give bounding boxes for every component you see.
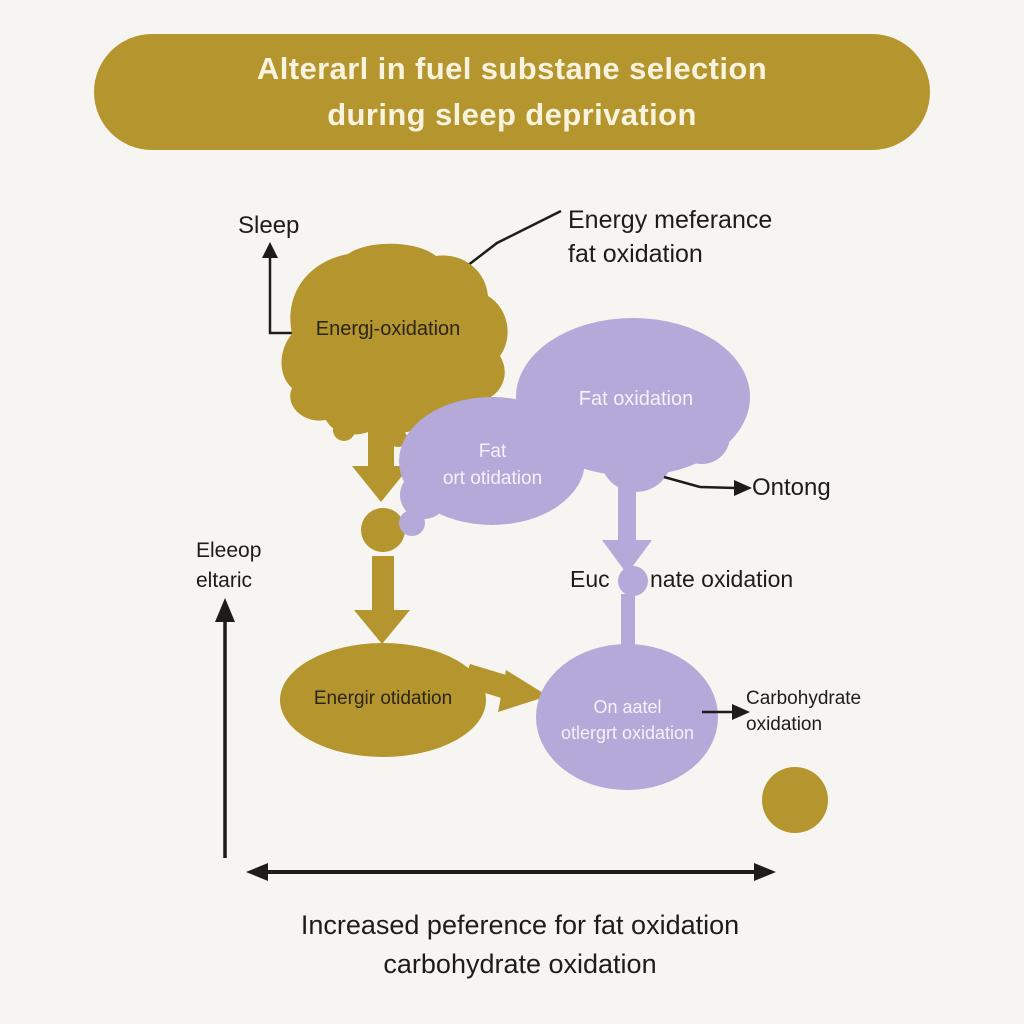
purple-down-arrow xyxy=(602,480,652,574)
energy-reference-line-1: Energy meferance xyxy=(568,206,773,234)
euc-label-prefix: Euc xyxy=(570,566,610,592)
sleep-up-arrowhead-icon xyxy=(262,242,278,258)
purple-ellipse-label: On aatel otlergrt oxidation xyxy=(540,694,715,746)
small-cloud-line-2: ort otidation xyxy=(442,468,543,489)
ontong-connector-line xyxy=(663,475,737,490)
carb-arrowhead-icon xyxy=(732,704,750,720)
title-line-2: during sleep deprivation xyxy=(327,97,697,132)
bottom-purple-blob xyxy=(536,644,718,790)
gold-node-circle xyxy=(361,508,405,552)
euc-label-suffix: nate oxidation xyxy=(650,566,794,592)
bottom-caption: Increased peference for fat oxidation ca… xyxy=(112,906,928,984)
small-cloud-label: Fat ort otidation xyxy=(400,438,585,492)
top-blob-label: Energj-oxidation xyxy=(315,318,461,340)
sleep-label: Sleep xyxy=(238,212,300,239)
x-axis-right-arrowhead-icon xyxy=(754,863,776,881)
y-axis-line-1: Eleeop xyxy=(196,539,262,562)
y-axis-arrowhead-icon xyxy=(215,598,235,622)
carbohydrate-line-1: Carbohydrate xyxy=(746,688,862,709)
ontong-label: Ontong xyxy=(752,474,831,501)
energy-reference-label: Energy meferance fat oxidation xyxy=(568,203,772,271)
purple-node-circle xyxy=(618,566,648,596)
energy-reference-line-2: fat oxidation xyxy=(568,240,703,268)
gold-down-arrow-bottom xyxy=(354,556,410,644)
x-axis-left-arrowhead-icon xyxy=(246,863,268,881)
carbohydrate-line-2: oxidation xyxy=(746,714,823,735)
ontong-arrowhead-icon xyxy=(734,480,752,496)
purple-ellipse-line-2: otlergrt oxidation xyxy=(560,723,695,743)
bottom-gold-blob xyxy=(280,643,486,757)
caption-line-1: Increased peference for fat oxidation xyxy=(300,910,740,940)
big-cloud-label: Fat oxidation xyxy=(578,388,694,410)
gold-down-arrow-top xyxy=(352,398,410,502)
y-axis-line-2: eltaric xyxy=(196,569,253,592)
small-cloud-line-1: Fat xyxy=(478,441,507,462)
title-banner: Alterarl in fuel substane selection duri… xyxy=(94,34,930,150)
big-purple-cloud xyxy=(516,318,750,492)
bottom-blob-label: Energir otidation xyxy=(313,688,453,709)
y-axis-label: Eleeop eltaric xyxy=(196,536,261,596)
title-line-1: Alterarl in fuel substane selection xyxy=(256,51,768,86)
purple-ellipse-line-1: On aatel xyxy=(593,697,662,717)
gold-right-arrow xyxy=(462,664,548,712)
top-gold-blob xyxy=(281,243,508,447)
carbohydrate-label: Carbohydrate oxidation xyxy=(746,686,861,738)
purple-stem xyxy=(621,594,635,660)
caption-line-2: carbohydrate oxidation xyxy=(383,949,657,979)
gold-dot xyxy=(762,767,828,833)
